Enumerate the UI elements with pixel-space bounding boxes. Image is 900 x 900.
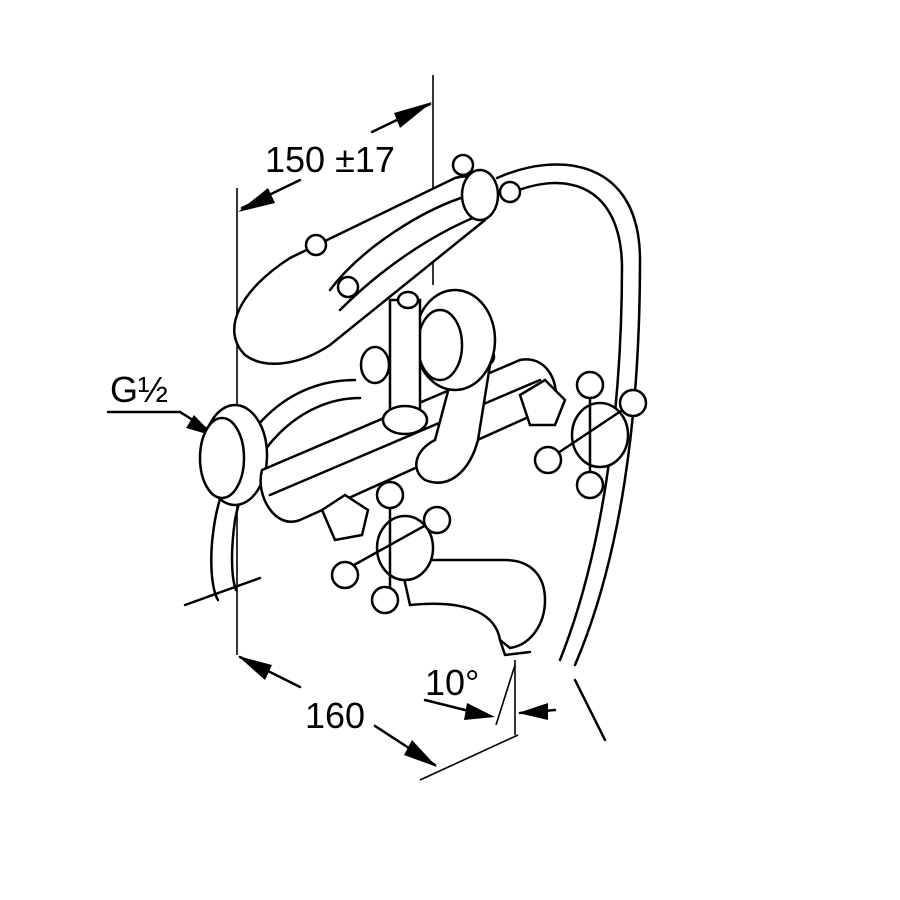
connection-thread-label: G½ bbox=[110, 369, 168, 410]
wall-flange bbox=[198, 403, 269, 507]
diverter-lever bbox=[415, 363, 492, 484]
angle-dimension-label: 10° bbox=[425, 662, 479, 703]
projection-dimension-label: 160 bbox=[305, 695, 365, 736]
shower-handset bbox=[233, 153, 522, 365]
spout bbox=[398, 558, 547, 650]
left-cross-handle bbox=[320, 480, 452, 615]
shower-hose bbox=[495, 163, 642, 667]
right-cross-handle bbox=[518, 370, 648, 500]
dimension-lines bbox=[106, 75, 607, 781]
height-dimension-label: 150 ±17 bbox=[265, 139, 395, 180]
